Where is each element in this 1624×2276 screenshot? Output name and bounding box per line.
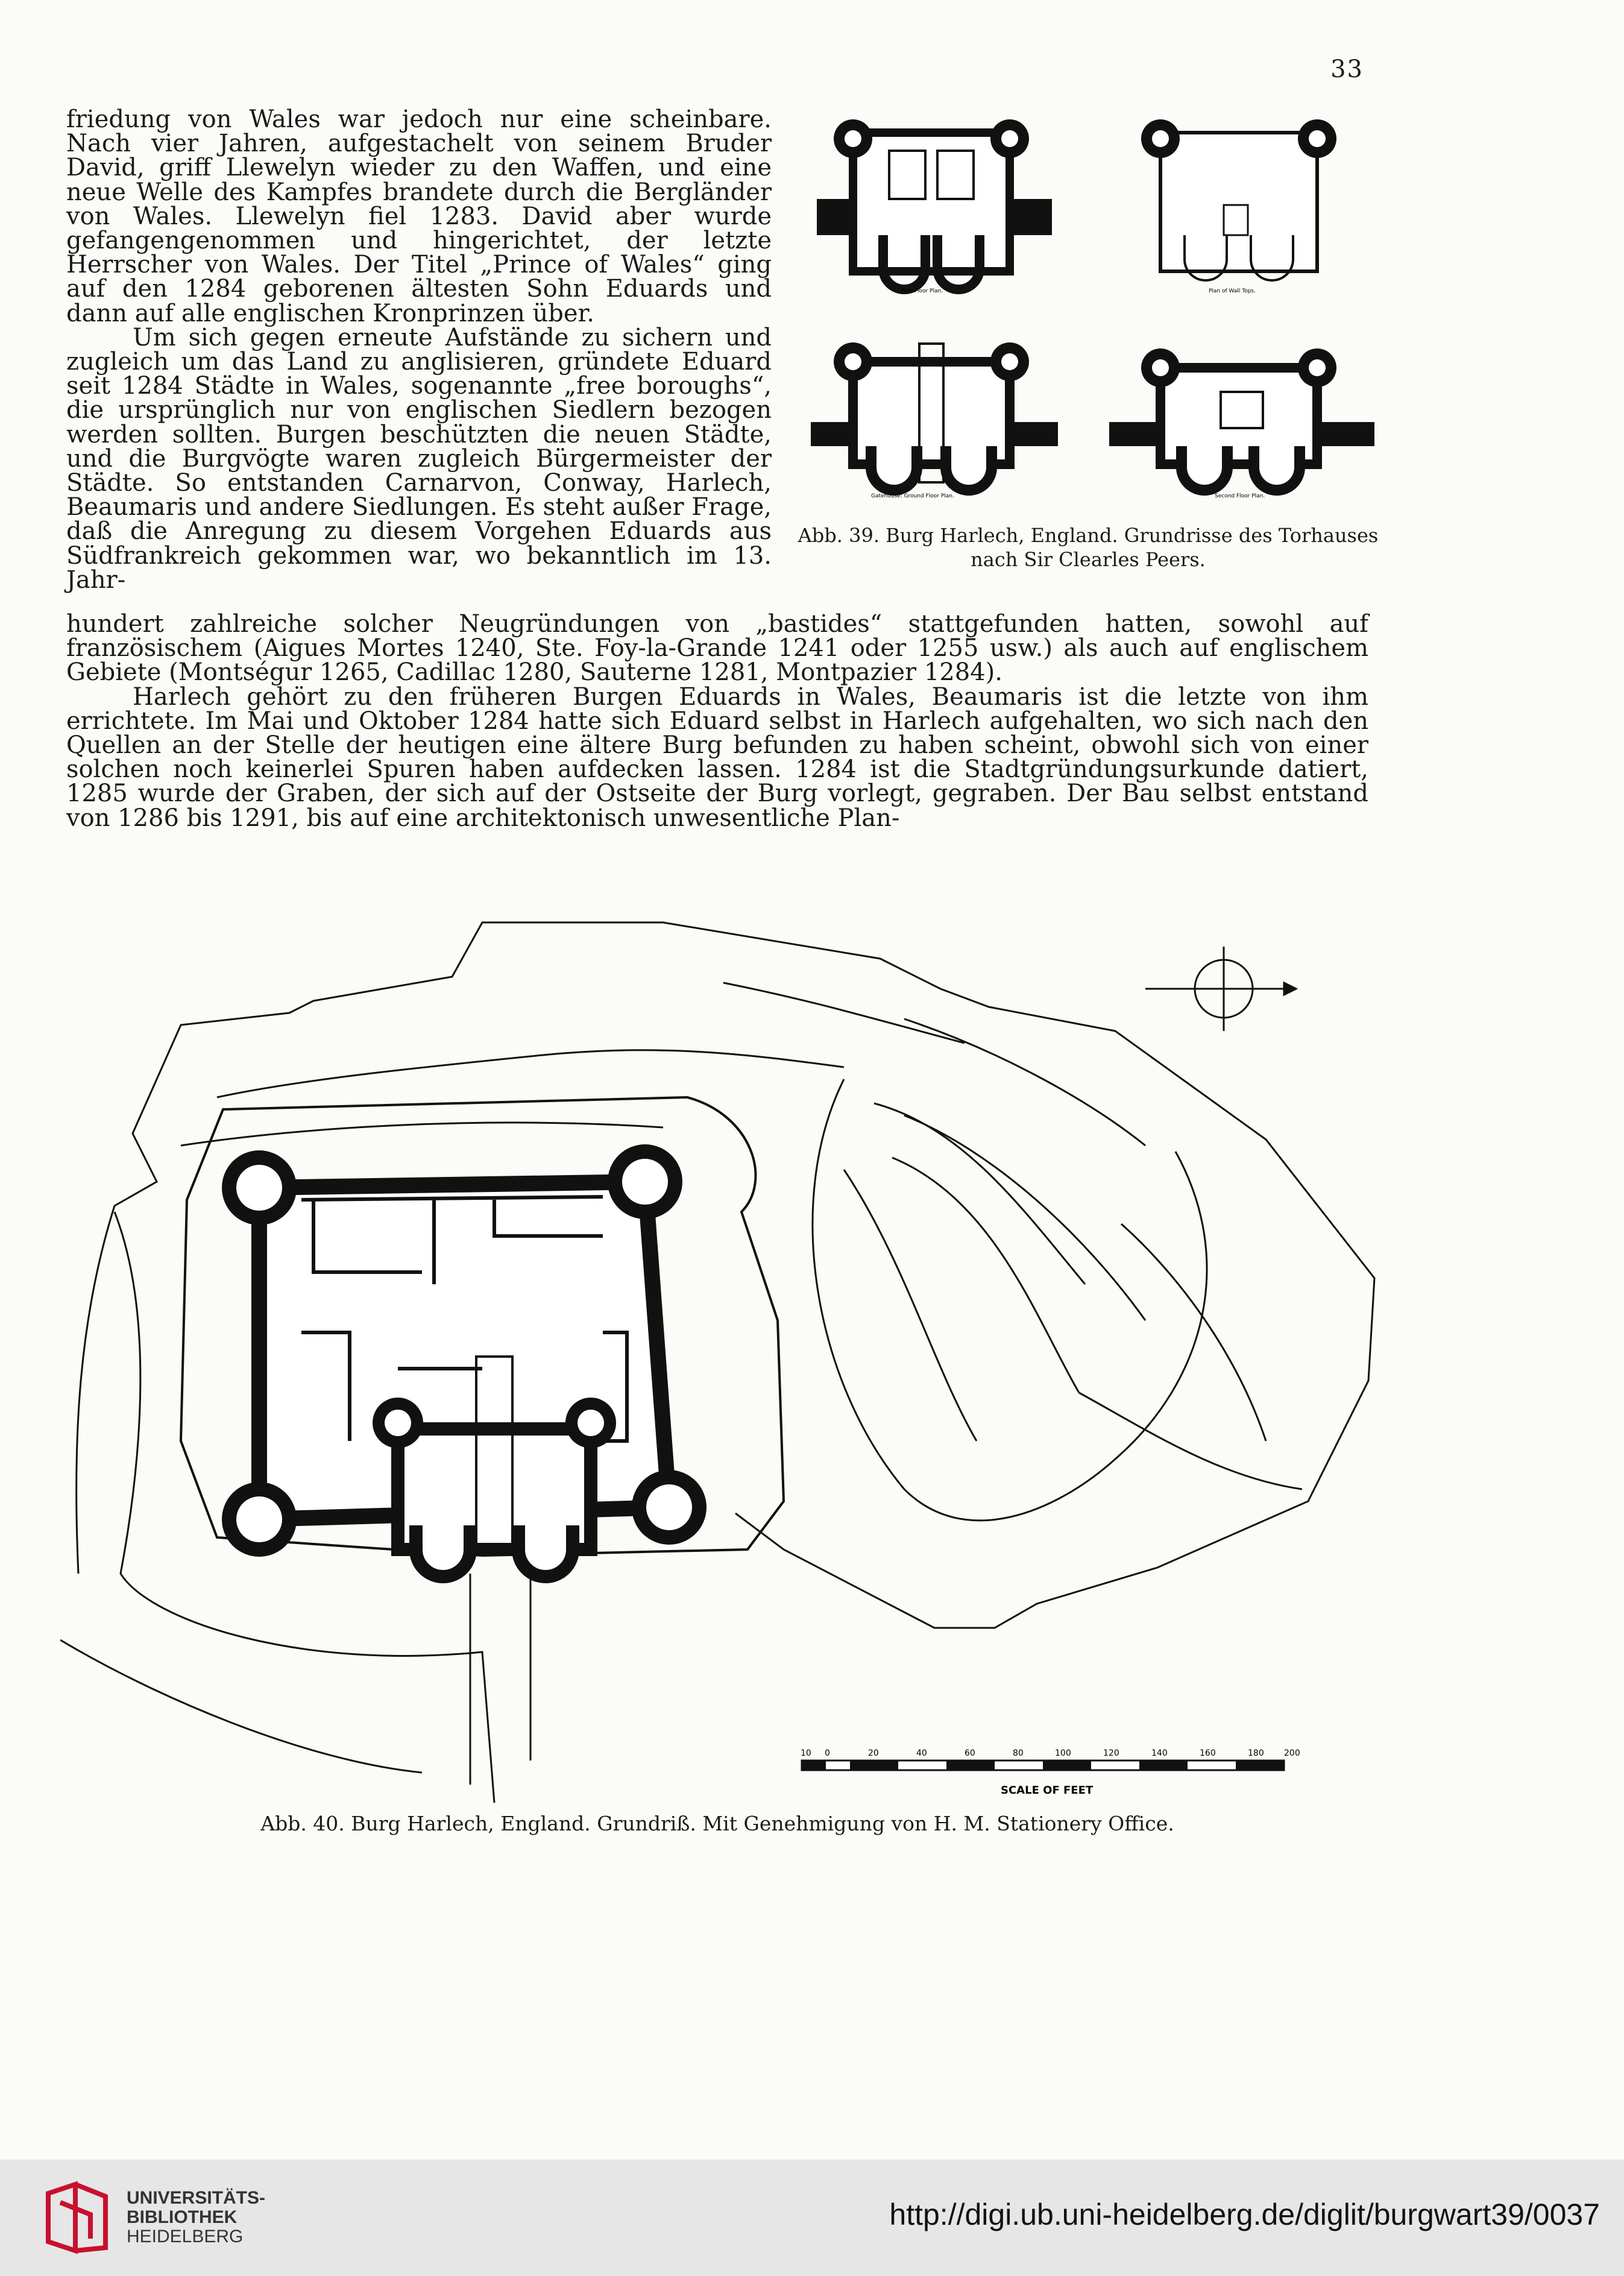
scale-tick-label: 0: [825, 1748, 830, 1758]
text-column: friedung von Wales war jedoch nur eine s…: [66, 107, 772, 592]
footer-bar: UNIVERSITÄTS- BIBLIOTHEK HEIDELBERG http…: [0, 2160, 1624, 2276]
scale-tick-label: 60: [965, 1748, 975, 1758]
scale-tick-label: 120: [1103, 1748, 1119, 1758]
terrain-outline: [60, 921, 1376, 1803]
figure-39-caption: Abb. 39. Burg Harlech, England. Grundris…: [798, 524, 1379, 571]
plan-label: First Floor Plan.: [901, 288, 943, 294]
figure-40-caption: Abb. 40. Burg Harlech, England. Grundriß…: [260, 1812, 1174, 1835]
library-name-line: BIBLIOTHEK: [127, 2207, 238, 2227]
inner-buildings: [301, 1195, 629, 1443]
compass: [1145, 947, 1298, 1031]
library-logo-icon: [46, 2181, 108, 2254]
scale-tick-label: 40: [916, 1748, 927, 1758]
scale-label: SCALE OF FEET: [1001, 1784, 1094, 1797]
library-name-line: HEIDELBERG: [127, 2227, 244, 2246]
scale-tick-label: 140: [1151, 1748, 1168, 1758]
scale-tick-label: 100: [1055, 1748, 1071, 1758]
scale-tick-label: 80: [1013, 1748, 1024, 1758]
scale-bar: 10 0 20 40 60 80 100 120 140 160 180 200…: [801, 1748, 1300, 1797]
plan-first-floor: [817, 119, 1052, 294]
plan-wall-tops: [1141, 119, 1336, 282]
page-number: 33: [1330, 55, 1364, 83]
castle-gatehouse: [373, 1355, 616, 1583]
scale-tick-label: 10: [801, 1748, 811, 1758]
castle-site-plan: 10 0 20 40 60 80 100 120 140 160 180 200…: [60, 921, 1376, 1803]
plan-second-floor: [1109, 348, 1374, 496]
scale-tick-label: 20: [868, 1748, 879, 1758]
scale-tick-label: 180: [1248, 1748, 1264, 1758]
paragraph-1: friedung von Wales war jedoch nur eine s…: [66, 106, 772, 327]
scale-tick-label: 200: [1284, 1748, 1300, 1758]
paragraph-2-continued: hundert zahlreiche solcher Neugründungen…: [66, 610, 1368, 687]
library-name-line: UNIVERSITÄTS-: [127, 2188, 266, 2208]
source-url-link[interactable]: http://digi.ub.uni-heidelberg.de/diglit/…: [889, 2198, 1600, 2231]
paragraph-2-column: Um sich gegen erneute Aufstände zu siche…: [66, 323, 772, 594]
plan-label: Second Floor Plan.: [1215, 493, 1265, 499]
gatehouse-plans-figure: First Floor Plan. Plan of Wall Tops. Gat…: [811, 119, 1374, 499]
paragraph-3: Harlech gehört zu den früheren Burgen Ed…: [66, 682, 1368, 832]
library-name: UNIVERSITÄTS- BIBLIOTHEK HEIDELBERG: [127, 2189, 265, 2246]
plan-label: Gatehouse: Ground Floor Plan.: [871, 493, 954, 499]
scale-tick-label: 160: [1200, 1748, 1216, 1758]
plan-label: Plan of Wall Tops.: [1209, 288, 1256, 294]
plan-ground-floor: [811, 342, 1058, 496]
castle-outer-wall: [179, 1095, 785, 1557]
text-full-width: hundert zahlreiche solcher Neugründungen…: [66, 612, 1368, 830]
